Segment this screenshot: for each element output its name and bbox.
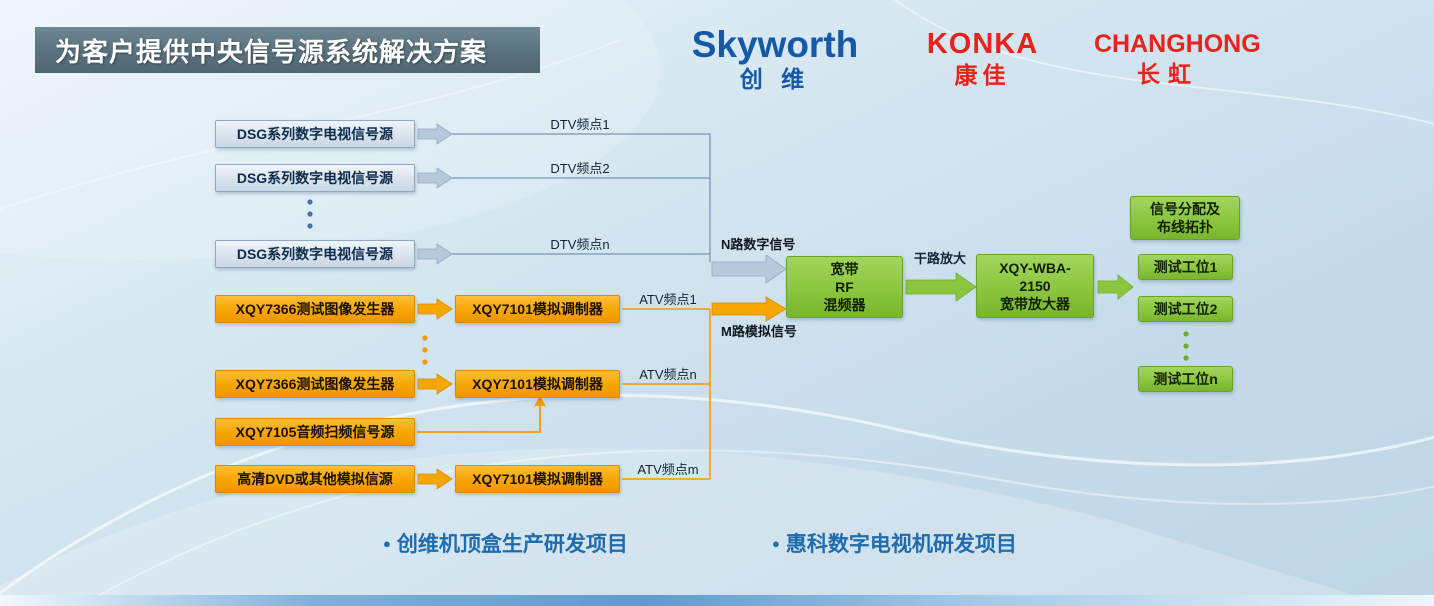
skyworth-wordmark: Skyworth [691,24,859,65]
distribution-line-2: 布线拓扑 [1157,219,1213,235]
project-label-1: 创维机顶盒生产研发项目 [396,533,628,556]
signal-distribution-box: 信号分配及 布线拓扑 [1130,196,1240,240]
modulator-box-3: XQY7101模拟调制器 [455,465,620,493]
image-generator-box-2: XQY7366测试图像发生器 [215,370,415,398]
analog-bus-label: M路模拟信号 [721,324,797,339]
project-skyworth-stb: ● 创维机顶盒生产研发项目 [383,528,628,558]
changhong-logo: CHANGHONG 长虹 [1094,30,1261,89]
atv-channel-label-1: ATV频点1 [639,292,697,307]
bullet-icon: ● [383,535,391,551]
audio-sweep-source-box: XQY7105音频扫频信号源 [215,418,415,446]
dtv-channel-label-2: DTV频点2 [550,161,610,176]
rf-mixer-line-3: 混频器 [823,297,866,314]
test-station-box-1: 测试工位1 [1138,254,1233,280]
test-station-box-2: 测试工位2 [1138,296,1233,322]
changhong-chinese-label: 长虹 [1137,61,1199,88]
modulator-box-2: XQY7101模拟调制器 [455,370,620,398]
skyworth-chinese-label: 创 维 [739,65,811,92]
digital-bus-label: N路数字信号 [721,237,796,252]
page-title: 为客户提供中央信号源系统解决方案 [55,36,488,67]
broadband-amplifier-box: XQY-WBA- 2150 宽带放大器 [976,254,1094,318]
dvd-source-box: 高清DVD或其他模拟信源 [215,465,415,493]
distribution-line-1: 信号分配及 [1150,200,1220,217]
rf-mixer-line-2: RF [835,278,854,295]
rf-mixer-line-1: 宽带 [830,260,859,277]
konka-chinese-label: 康佳 [954,62,1011,89]
dtv-channel-label-1: DTV频点1 [550,117,610,132]
bottom-accent-bar [0,595,1434,606]
trunk-amp-label: 干路放大 [913,251,966,266]
project-hkc-tv: ● 惠科数字电视机研发项目 [772,528,1017,558]
modulator-box-1: XQY7101模拟调制器 [455,295,620,323]
bullet-icon: ● [772,535,780,551]
atv-channel-label-n: ATV频点n [639,367,697,382]
changhong-wordmark: CHANGHONG [1094,30,1261,58]
project-label-2: 惠科数字电视机研发项目 [785,533,1017,556]
atv-channel-label-m: ATV频点m [637,462,699,477]
konka-wordmark: KONKA [926,28,1039,60]
amplifier-line-1: XQY-WBA- [999,259,1071,276]
dtv-channel-label-n: DTV频点n [550,237,610,252]
amplifier-line-3: 宽带放大器 [1000,296,1070,313]
dsg-source-box-2: DSG系列数字电视信号源 [215,164,415,192]
test-station-box-n: 测试工位n [1138,366,1233,392]
dsg-source-box-1: DSG系列数字电视信号源 [215,120,415,148]
konka-logo: KONKA 康佳 [920,29,1045,90]
amplifier-line-2: 2150 [1019,277,1051,294]
skyworth-logo: Skyworth 创 维 [675,24,875,93]
rf-mixer-box: 宽带 RF 混频器 [786,256,903,318]
image-generator-box-1: XQY7366测试图像发生器 [215,295,415,323]
dsg-source-box-3: DSG系列数字电视信号源 [215,240,415,268]
title-banner: 为客户提供中央信号源系统解决方案 [35,27,540,73]
